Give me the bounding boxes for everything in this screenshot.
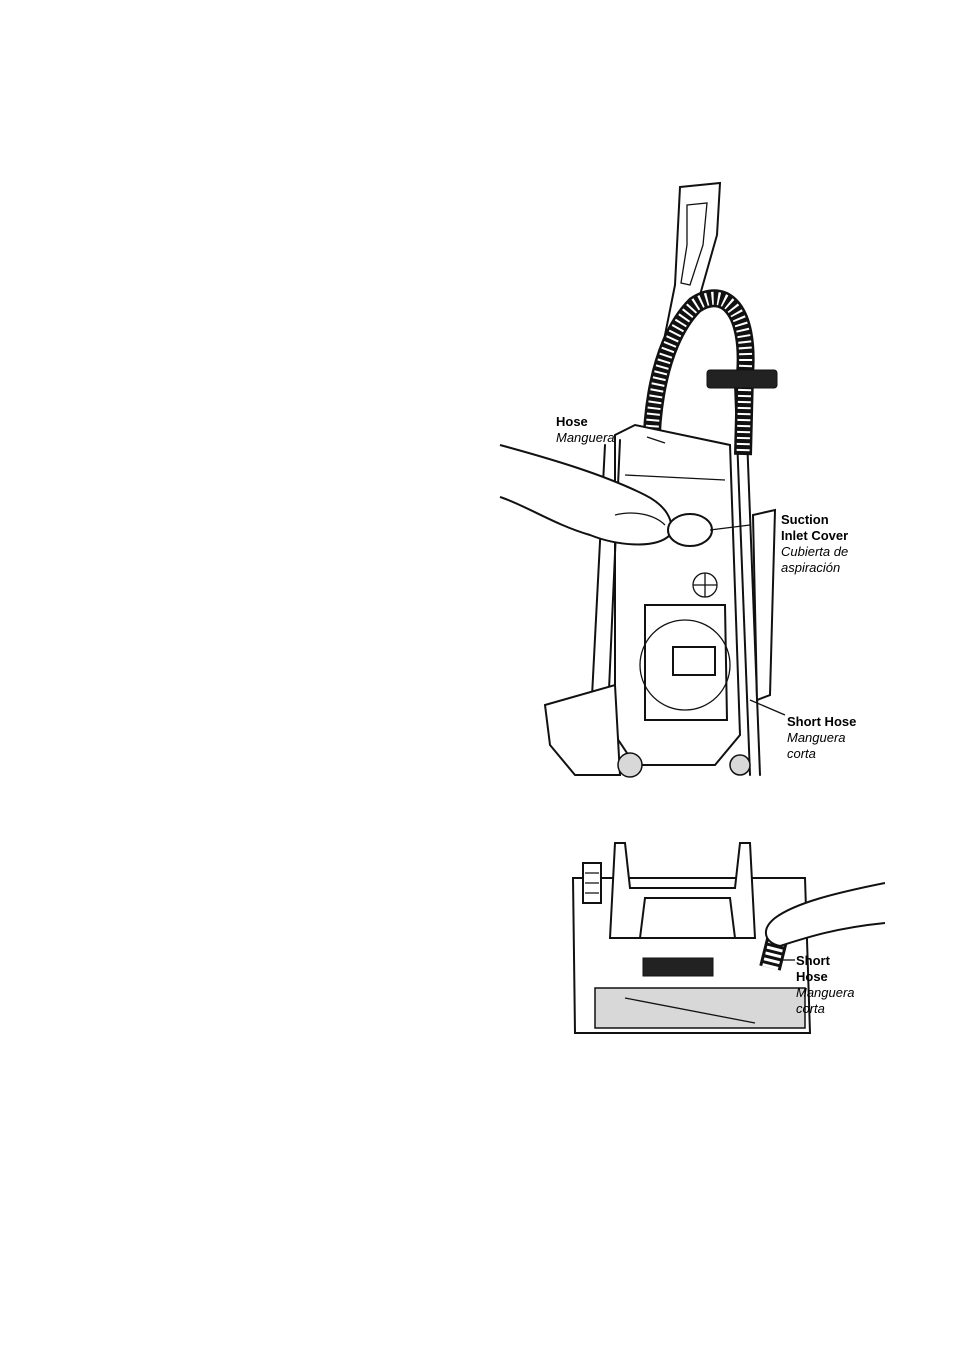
upright-vacuum-figure (495, 175, 885, 785)
label-suction-es-line1: Cubierta de (781, 544, 848, 560)
label-suction-line1: Suction (781, 512, 848, 528)
label-short-hose-upright: Short Hose Manguera corta (787, 714, 856, 762)
label-hose-en: Hose (556, 414, 615, 430)
label-hose: Hose Manguera (556, 414, 615, 446)
label-short-hose-es-line2: corta (787, 746, 856, 762)
upright-vacuum-illustration-icon (495, 175, 885, 785)
label-suction-es-line2: aspiración (781, 560, 848, 576)
label-hose-es: Manguera (556, 430, 615, 446)
label-short-hose-es-line1: Manguera (787, 730, 856, 746)
label-short-hose-base-es-line1: Manguera (796, 985, 855, 1001)
label-short-hose-base-line1: Short (796, 953, 855, 969)
label-short-hose-base-line2: Hose (796, 969, 855, 985)
label-short-hose-base-es-line2: corta (796, 1001, 855, 1017)
label-short-hose-base: Short Hose Manguera corta (796, 953, 855, 1017)
label-suction-line2: Inlet Cover (781, 528, 848, 544)
label-short-hose-en: Short Hose (787, 714, 856, 730)
label-suction-inlet-cover: Suction Inlet Cover Cubierta de aspiraci… (781, 512, 848, 576)
